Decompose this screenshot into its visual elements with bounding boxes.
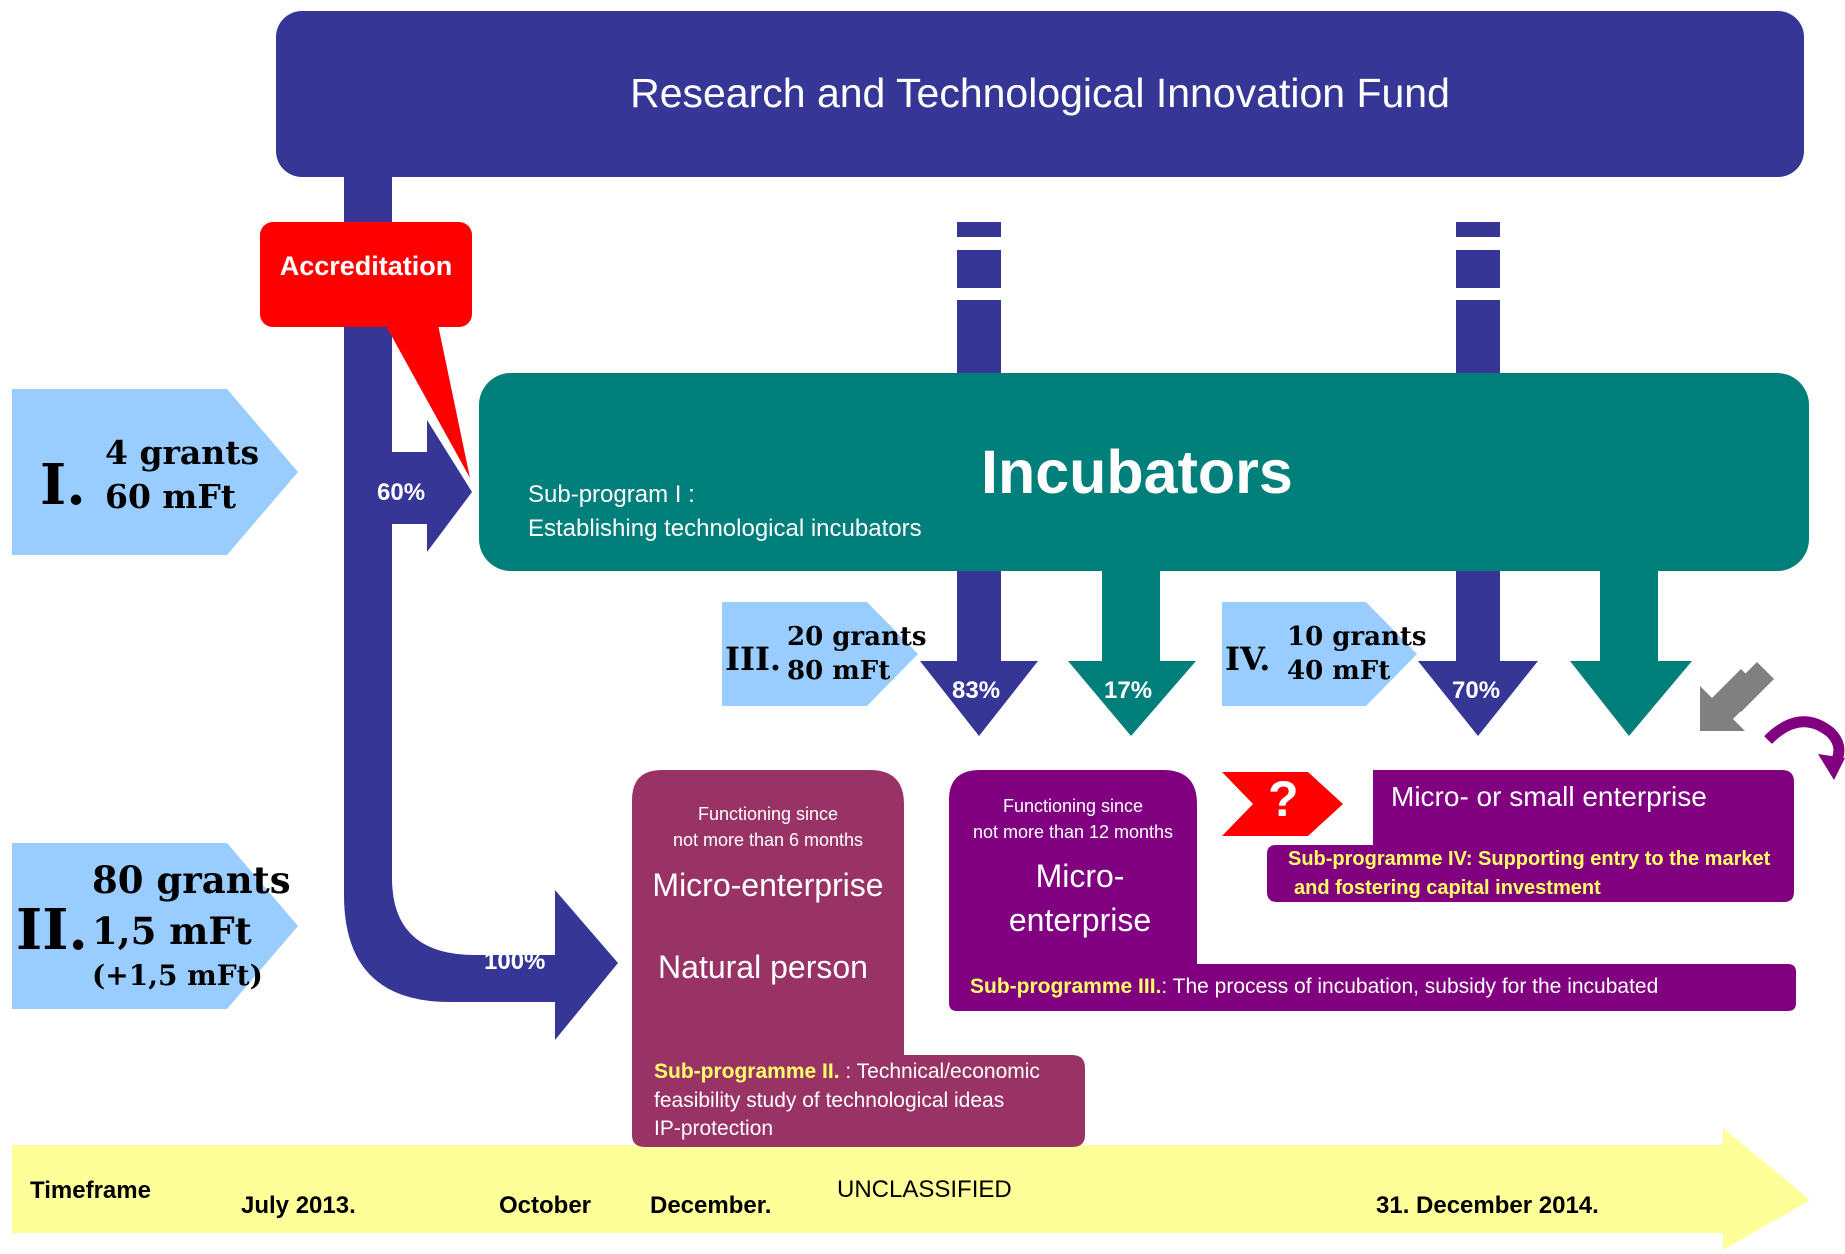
sub2-programme-line2: feasibility study of technological ideas bbox=[654, 1089, 1005, 1112]
sub2-since-line2: not more than 6 months bbox=[672, 830, 864, 850]
arrow-83pct bbox=[920, 571, 1038, 736]
accreditation-label: Accreditation bbox=[279, 251, 453, 281]
stage-4-grants: 10 grants bbox=[1287, 622, 1427, 652]
pct-83-label: 83% bbox=[952, 677, 1001, 704]
curved-purple-arrow-head bbox=[1818, 754, 1845, 780]
stage-4-amount: 40 mFt bbox=[1287, 656, 1391, 686]
incubators-subprogram-line1: Sub-program I : bbox=[528, 481, 695, 508]
stage-1-amount: 60 mFt bbox=[105, 477, 237, 516]
arrow-teal-right bbox=[1570, 571, 1692, 736]
timeline-arrow bbox=[12, 1128, 1810, 1250]
dashed-connector-2a bbox=[1456, 222, 1500, 237]
sub3-programme-title: Sub-programme III. bbox=[970, 975, 1162, 998]
stage-1-numeral: I. bbox=[40, 452, 86, 518]
sub4-entity: Micro- or small enterprise bbox=[1391, 781, 1707, 812]
sub3-since-line2: not more than 12 months bbox=[972, 822, 1174, 842]
sub2-entity-natural: Natural person bbox=[658, 949, 868, 985]
timeline-december-2014: 31. December 2014. bbox=[1376, 1192, 1599, 1219]
curved-purple-arrow bbox=[1764, 716, 1845, 765]
fund-header-box bbox=[276, 11, 1804, 177]
incubators-title: Incubators bbox=[981, 438, 1293, 506]
dashed-connector-1a bbox=[957, 222, 1001, 237]
stage-3-amount: 80 mFt bbox=[787, 656, 891, 686]
stage-3-numeral: III. bbox=[725, 640, 782, 678]
stage-2-amount: 1,5 mFt bbox=[92, 909, 252, 953]
arrow-70pct bbox=[1418, 571, 1538, 736]
timeline-october: October bbox=[499, 1192, 592, 1219]
stage-1-grants: 4 grants bbox=[105, 433, 260, 472]
sub2-box bbox=[632, 770, 1085, 1147]
sub2-programme-line3: IP-protection bbox=[654, 1117, 774, 1140]
question-mark: ? bbox=[1268, 771, 1299, 827]
timeline-july-2013: July 2013. bbox=[241, 1192, 356, 1219]
question-arrow bbox=[1222, 772, 1343, 836]
sub2-programme-rest: : Technical/economic bbox=[839, 1060, 1040, 1083]
arrow-60pct bbox=[392, 420, 472, 552]
sub2-programme-line1: Sub-programme II. : Technical/economic bbox=[654, 1060, 1040, 1084]
dashed-connector-2c bbox=[1456, 300, 1500, 375]
classification-label: UNCLASSIFIED bbox=[837, 1176, 1012, 1203]
timeline-december: December. bbox=[650, 1192, 772, 1219]
sub2-programme-title: Sub-programme II. bbox=[654, 1060, 840, 1083]
sub3-entity-line1: Micro- bbox=[1035, 858, 1125, 894]
stage-2-extra: (+1,5 mFt) bbox=[92, 959, 263, 992]
incubators-box bbox=[479, 373, 1809, 571]
pct-100-label: 100% bbox=[484, 948, 546, 975]
accreditation-pointer bbox=[380, 315, 470, 478]
fund-title: Research and Technological Innovation Fu… bbox=[630, 70, 1450, 116]
gray-diagonal-arrow-body bbox=[1724, 662, 1774, 712]
stage-1-arrow bbox=[12, 389, 298, 555]
pct-60-label: 60% bbox=[377, 479, 426, 506]
dashed-connector-1c bbox=[957, 300, 1001, 375]
sub4-box bbox=[1267, 770, 1794, 902]
sub3-programme-rest: : The process of incubation, subsidy for… bbox=[1161, 975, 1659, 998]
pct-17-label: 17% bbox=[1104, 677, 1153, 704]
sub2-entity-micro: Micro-enterprise bbox=[652, 867, 884, 903]
stage-3-arrow bbox=[722, 602, 918, 706]
sub3-since-line1: Functioning since bbox=[1002, 796, 1144, 816]
stage-3-grants: 20 grants bbox=[787, 622, 927, 652]
sub3-programme-line: Sub-programme III.: The process of incub… bbox=[970, 975, 1658, 999]
timeline-label: Timeframe bbox=[30, 1177, 151, 1204]
stage-2-numeral: II. bbox=[16, 897, 88, 963]
pct-70-label: 70% bbox=[1452, 677, 1501, 704]
sub4-programme-line1: Sub-programme IV: Supporting entry to th… bbox=[1288, 848, 1771, 870]
sub4-programme-line2: and fostering capital investment bbox=[1294, 877, 1601, 899]
accreditation-box bbox=[260, 222, 472, 327]
stage-4-arrow bbox=[1222, 602, 1417, 706]
dashed-connector-2b bbox=[1456, 250, 1500, 288]
sub2-since-line1: Functioning since bbox=[697, 804, 839, 824]
stage-4-numeral: IV. bbox=[1225, 640, 1271, 678]
dashed-connector-1b bbox=[957, 250, 1001, 288]
arrow-17pct bbox=[1068, 571, 1196, 736]
incubators-subprogram-line2: Establishing technological incubators bbox=[528, 515, 922, 542]
stage-2-grants: 80 grants bbox=[92, 858, 291, 902]
sub3-entity-line2: enterprise bbox=[1008, 902, 1152, 938]
stage-2-arrow bbox=[12, 843, 298, 1009]
sub3-box bbox=[949, 770, 1796, 1011]
